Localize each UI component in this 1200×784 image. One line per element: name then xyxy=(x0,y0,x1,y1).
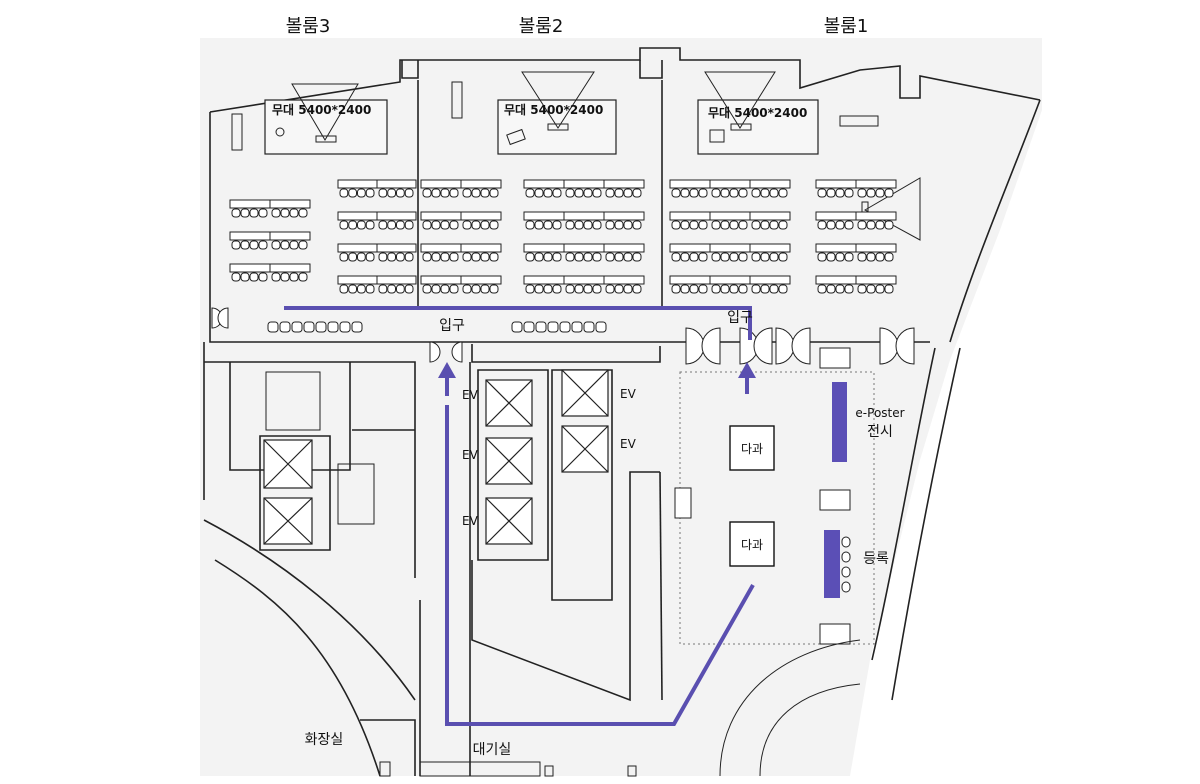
room-title-volume2: 볼룸2 xyxy=(519,16,564,37)
tea-table-1-label: 다과 xyxy=(741,442,763,456)
ev-label-5: EV xyxy=(620,437,637,451)
entrance-doors xyxy=(211,307,915,365)
registration-chairs xyxy=(841,536,851,593)
stage-label-volume3: 무대 5400*2400 xyxy=(272,103,371,117)
ev-label-2: EV xyxy=(462,448,479,462)
tea-table-1: 다과 xyxy=(729,425,775,471)
route-arrow-left xyxy=(438,362,456,378)
tea-table-2-label: 다과 xyxy=(741,538,763,552)
room-title-volume1: 볼룸1 xyxy=(824,16,869,37)
eposter-label-line1: e-Poster xyxy=(855,406,904,420)
ev-label-4: EV xyxy=(620,387,637,401)
stage-label-volume2: 무대 5400*2400 xyxy=(504,103,603,117)
entrance-label-right: 입구 xyxy=(727,310,753,326)
waiting-room-label: 대기실 xyxy=(473,742,512,758)
ev-label-3: EV xyxy=(462,514,479,528)
eposter-display-bar xyxy=(832,382,847,462)
stage-volume3 xyxy=(264,83,388,155)
registration-label: 등록 xyxy=(863,551,889,567)
entrance-label-left: 입구 xyxy=(439,318,465,334)
stage-volume2 xyxy=(497,71,617,155)
stage-label-volume1: 무대 5400*2400 xyxy=(708,106,807,120)
restroom-label: 화장실 xyxy=(305,732,344,748)
corridor-chairs xyxy=(267,321,607,333)
stairs xyxy=(265,371,375,525)
ev-label-1: EV xyxy=(462,388,479,402)
eposter-label-line2: 전시 xyxy=(867,424,893,440)
route-arrow-right xyxy=(738,362,756,378)
seating-tables xyxy=(229,179,897,294)
room-title-volume3: 볼룸3 xyxy=(286,16,331,37)
route-path xyxy=(284,306,755,726)
elevator-shafts xyxy=(263,369,609,545)
stage-volume1 xyxy=(697,71,819,155)
waiting-room-doors xyxy=(379,761,637,777)
tea-table-2: 다과 xyxy=(729,521,775,567)
spiral-stair xyxy=(719,639,861,777)
registration-counter-bar xyxy=(824,530,840,598)
